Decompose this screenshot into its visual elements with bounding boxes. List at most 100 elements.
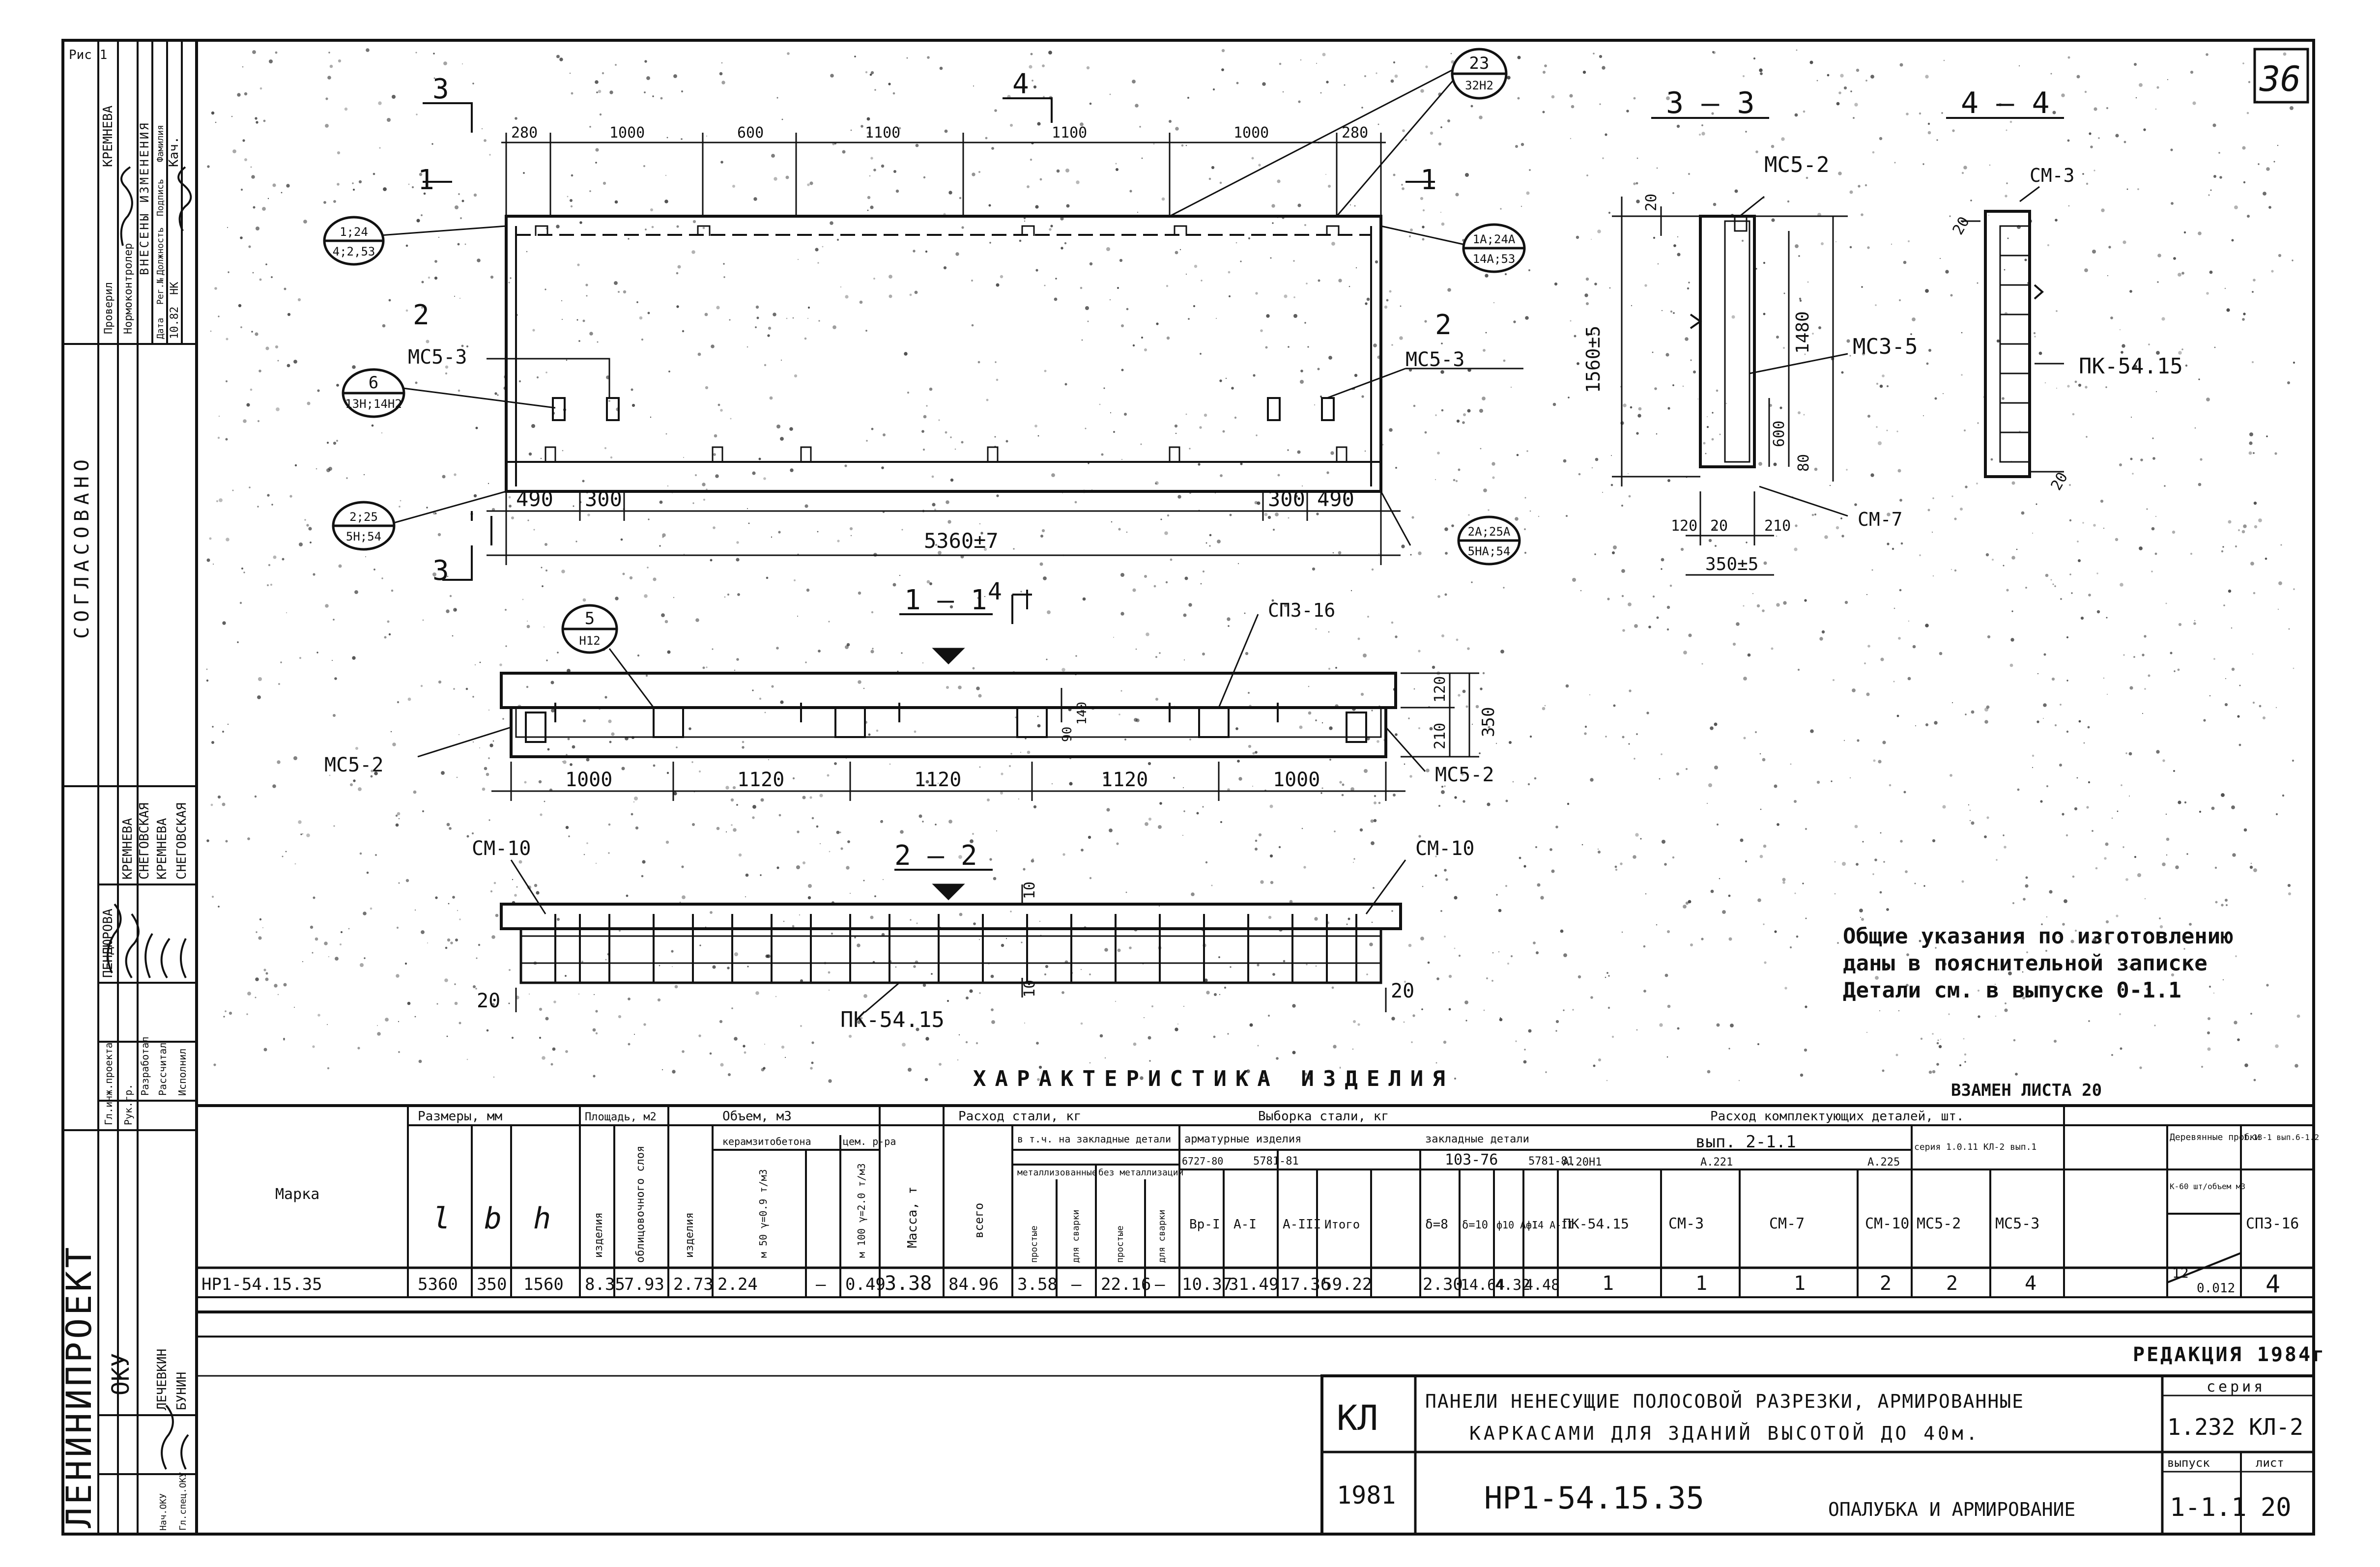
- h-gost-5781b: 5781-81: [1528, 1155, 1574, 1168]
- speck: [764, 712, 766, 713]
- row-vol-ceramzit: 2.24: [717, 1275, 758, 1294]
- speck: [378, 101, 382, 105]
- h-weld-1: для сварки: [1071, 1210, 1081, 1263]
- speck: [1043, 96, 1045, 98]
- speck: [698, 770, 701, 773]
- s33-inner: 1480: [1793, 311, 1813, 354]
- speck: [715, 474, 719, 478]
- speck: [481, 128, 483, 130]
- speck: [1755, 268, 1757, 270]
- speck: [1760, 72, 1763, 75]
- speck: [727, 967, 730, 969]
- speck: [1850, 90, 1852, 92]
- speck: [2139, 83, 2143, 87]
- speck: [1200, 583, 1202, 585]
- speck: [1882, 374, 1885, 377]
- speck: [1103, 387, 1105, 389]
- speck: [565, 1050, 568, 1053]
- speck: [946, 686, 949, 689]
- speck: [1297, 203, 1301, 207]
- speck: [699, 944, 701, 946]
- speck: [900, 830, 904, 834]
- speck: [370, 775, 373, 778]
- speck: [803, 861, 805, 864]
- speck: [1365, 302, 1368, 305]
- speck: [706, 488, 708, 490]
- speck: [258, 370, 261, 372]
- speck: [1897, 469, 1901, 473]
- speck: [1803, 414, 1805, 416]
- speck: [800, 1025, 802, 1027]
- speck: [2258, 518, 2262, 522]
- speck: [1458, 694, 1461, 697]
- speck: [1030, 158, 1032, 161]
- speck: [1563, 459, 1567, 463]
- speck: [773, 313, 776, 316]
- speck: [914, 730, 917, 733]
- speck: [461, 199, 464, 202]
- speck: [1440, 910, 1442, 912]
- speck: [516, 886, 518, 888]
- speck: [1409, 775, 1412, 778]
- speck: [644, 91, 646, 93]
- speck: [1759, 68, 1763, 72]
- speck: [222, 731, 224, 733]
- speck: [259, 918, 262, 921]
- speck: [384, 636, 387, 639]
- speck: [570, 205, 573, 208]
- speck: [1248, 692, 1250, 694]
- s11-dim-210: 210: [1432, 723, 1449, 749]
- speck: [873, 169, 876, 171]
- speck: [807, 306, 810, 309]
- speck: [1141, 157, 1143, 159]
- speck: [702, 666, 705, 669]
- speck: [1784, 987, 1787, 990]
- speck: [1047, 610, 1051, 614]
- speck: [445, 372, 448, 375]
- speck: [2015, 1073, 2018, 1076]
- speck: [1640, 838, 1642, 840]
- speck: [819, 843, 821, 845]
- s44-mark-pk: ПК-54.15: [2079, 354, 2183, 379]
- speck: [744, 1051, 746, 1054]
- speck: [2012, 902, 2014, 904]
- speck: [388, 299, 391, 302]
- speck: [1524, 552, 1526, 554]
- row-l: 5360: [418, 1275, 458, 1294]
- speck: [1088, 835, 1091, 839]
- speck: [1487, 802, 1491, 806]
- h-mass: Масса, т: [905, 1187, 920, 1248]
- speck: [1880, 832, 1882, 834]
- speck: [1762, 758, 1766, 762]
- speck: [597, 341, 599, 343]
- speck: [237, 641, 239, 643]
- speck: [913, 250, 916, 253]
- speck: [400, 500, 401, 502]
- speck: [237, 93, 241, 97]
- speck: [609, 90, 613, 94]
- speck: [1893, 607, 1895, 609]
- h-series-kl: серия 1.0.11 КЛ-2 вып.1: [1914, 1142, 2036, 1152]
- speck: [302, 961, 304, 963]
- speck: [455, 205, 459, 209]
- row-simple-2: 22.16: [1101, 1275, 1151, 1294]
- speck: [1255, 292, 1258, 295]
- speck: [2036, 720, 2039, 723]
- speck: [768, 326, 772, 330]
- speck: [493, 882, 496, 884]
- speck: [1297, 450, 1301, 454]
- speck: [980, 532, 983, 535]
- speck: [664, 199, 668, 203]
- speck: [2062, 813, 2065, 816]
- speck: [209, 537, 212, 540]
- speck: [1701, 132, 1705, 136]
- speck: [738, 853, 742, 857]
- speck: [1667, 479, 1670, 482]
- speck: [1471, 581, 1473, 583]
- speck: [1759, 855, 1763, 858]
- speck: [1299, 725, 1303, 729]
- speck: [1938, 1045, 1942, 1049]
- speck: [1555, 1020, 1559, 1024]
- speck: [901, 652, 903, 654]
- speck: [710, 559, 713, 562]
